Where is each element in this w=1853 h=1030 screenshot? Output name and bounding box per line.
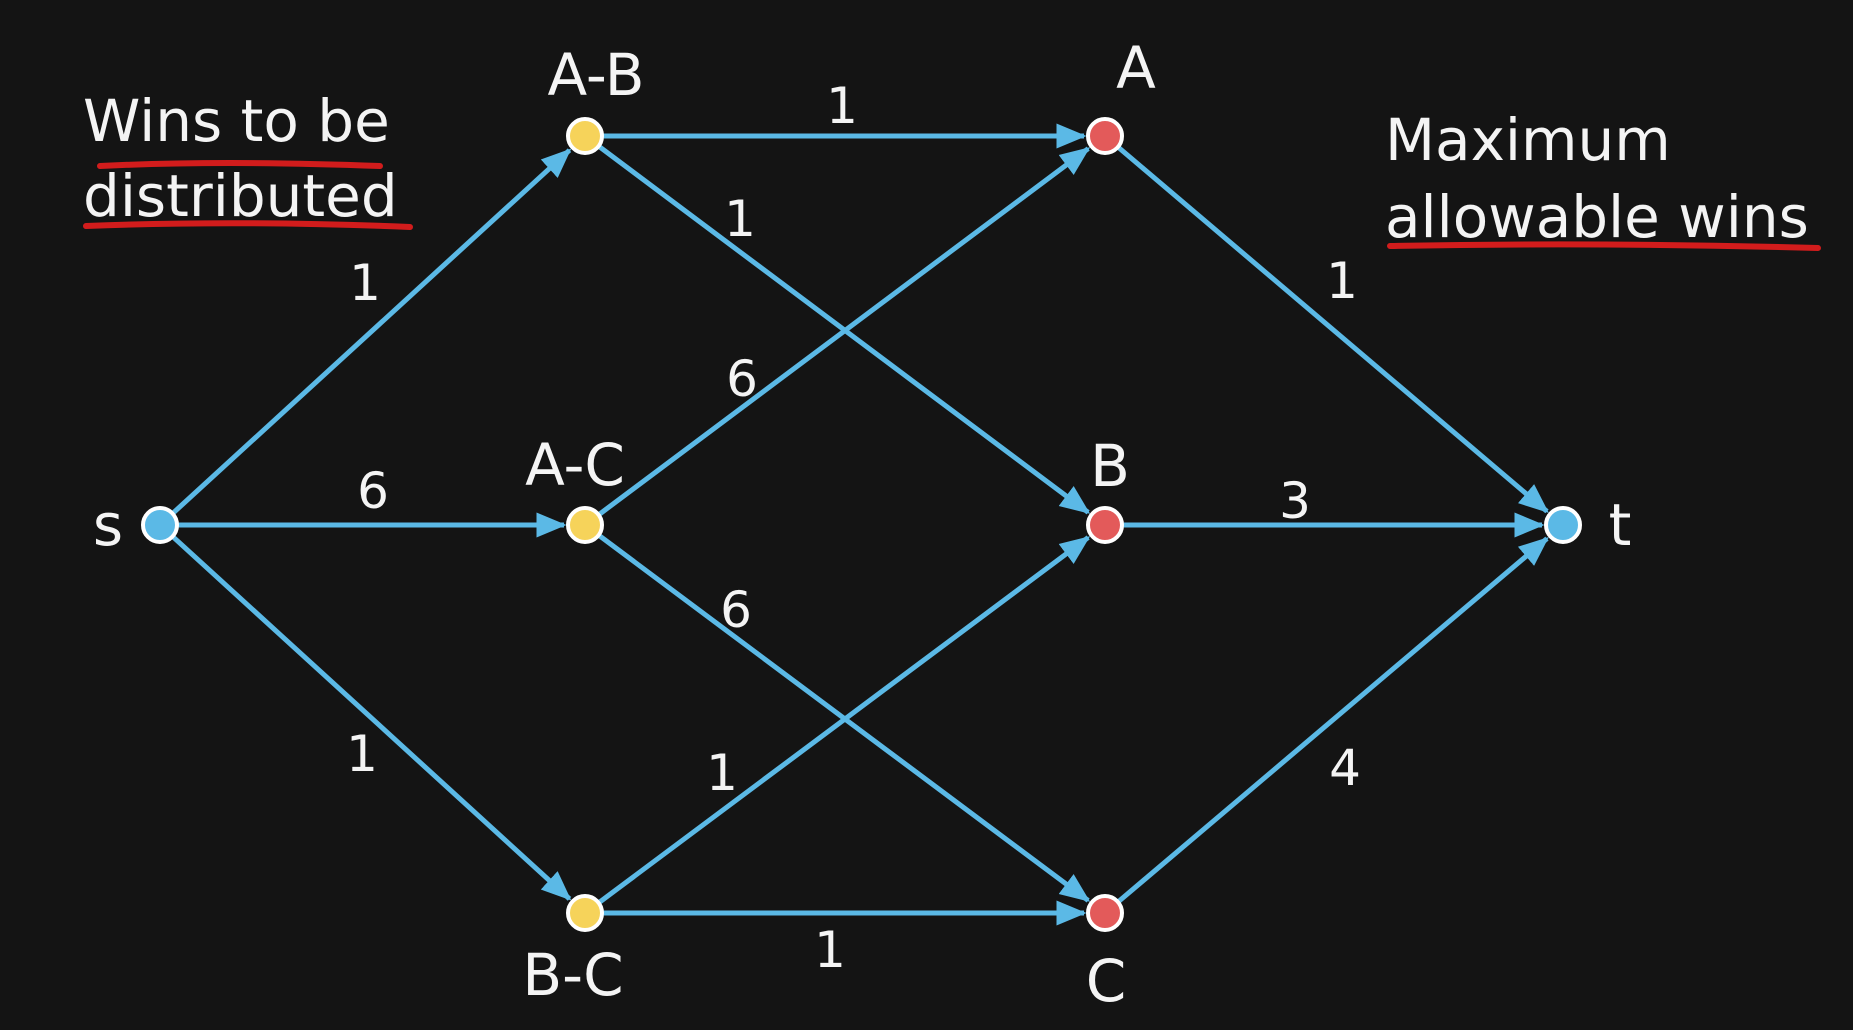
node-label-t: t xyxy=(1609,491,1632,559)
capacity-label-AC-C: 6 xyxy=(720,581,752,639)
node-B xyxy=(1086,506,1124,544)
left-note-line1: Wins to be xyxy=(83,87,390,155)
right-note-line2: allowable wins xyxy=(1385,183,1809,251)
left-note-underline2 xyxy=(83,220,413,230)
edge-A-t xyxy=(1116,145,1549,514)
node-label-AC: A-C xyxy=(525,431,625,499)
node-AC xyxy=(566,506,604,544)
capacity-label-AB-A: 1 xyxy=(826,77,858,135)
node-label-B: B xyxy=(1090,432,1130,500)
node-label-AB: A-B xyxy=(547,41,644,109)
capacity-label-C-t: 4 xyxy=(1329,739,1361,797)
left-note-underline1 xyxy=(97,160,383,169)
node-s xyxy=(141,506,179,544)
edge-s-AB xyxy=(170,148,572,516)
edge-BC-B xyxy=(597,535,1091,905)
right-note: Maximum allowable wins xyxy=(1385,106,1821,251)
capacity-label-s-AC: 6 xyxy=(357,462,389,520)
left-note-line2: distributed xyxy=(83,162,398,230)
node-AB xyxy=(566,117,604,155)
node-label-C: C xyxy=(1086,947,1127,1015)
capacity-label-BC-B: 1 xyxy=(706,744,738,802)
edge-AC-A xyxy=(597,146,1091,517)
node-label-A: A xyxy=(1116,34,1156,102)
node-BC xyxy=(566,894,604,932)
capacity-label-A-t: 1 xyxy=(1326,252,1358,310)
node-A xyxy=(1086,117,1124,155)
edge-s-BC xyxy=(170,534,572,901)
node-label-s: s xyxy=(93,491,123,559)
right-note-line1: Maximum xyxy=(1385,106,1671,174)
capacity-label-B-t: 3 xyxy=(1279,472,1311,530)
node-t xyxy=(1544,506,1582,544)
left-note: Wins to be distributed xyxy=(83,87,413,230)
node-label-BC: B-C xyxy=(522,941,623,1009)
edges-layer xyxy=(170,123,1549,926)
capacity-label-s-BC: 1 xyxy=(346,725,378,783)
capacity-label-AC-A: 6 xyxy=(726,350,758,408)
capacity-label-BC-C: 1 xyxy=(814,921,846,979)
node-labels-layer: s A-B A-C B-C A B Ct xyxy=(93,34,1631,1015)
right-note-underline xyxy=(1387,241,1821,251)
capacity-label-s-AB: 1 xyxy=(349,254,381,312)
nodes-layer xyxy=(141,117,1582,932)
edge-C-t xyxy=(1116,536,1549,904)
capacity-label-AB-B: 1 xyxy=(724,190,756,248)
node-C xyxy=(1086,894,1124,932)
